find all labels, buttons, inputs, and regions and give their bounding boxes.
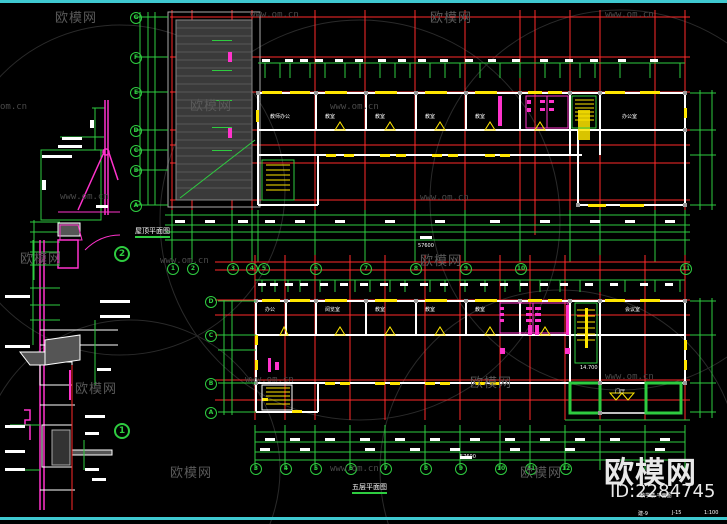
axis-bubble-lower-row-a: A bbox=[205, 407, 217, 419]
watermark-brand: 欧模网 bbox=[190, 99, 233, 114]
axis-bubble-6: 6 bbox=[310, 263, 322, 275]
axis-bubble-row-e: E bbox=[130, 87, 142, 99]
upper-stair-left bbox=[261, 159, 295, 201]
room-label: 教室 bbox=[425, 114, 436, 120]
detail-bubble-2: 2 bbox=[114, 246, 130, 262]
axis-bubble-7: 7 bbox=[360, 263, 372, 275]
axis-bubble-5: 5 bbox=[258, 263, 270, 275]
brand-stamp-logo: 欧模网 bbox=[604, 456, 697, 491]
title-block-project: 教学楼 平面图 bbox=[640, 493, 672, 499]
room-label: 教室 bbox=[375, 307, 386, 313]
watermark-brand: 欧模网 bbox=[20, 252, 63, 267]
axis-bubble-lower-4: 4 bbox=[280, 463, 292, 475]
watermark-url: www.om.cn bbox=[245, 375, 294, 385]
axis-bubble-lower-5: 5 bbox=[310, 463, 322, 475]
lower-left-dims bbox=[218, 300, 256, 415]
axis-bubble-2: 2 bbox=[187, 263, 199, 275]
axis-bubble-lower-12: 12 bbox=[560, 463, 572, 475]
axis-bubble-lower-9: 9 bbox=[455, 463, 467, 475]
axis-bubble-4: 4 bbox=[246, 263, 258, 275]
watermark-url: www.om.cn bbox=[330, 464, 379, 474]
room-label: 教室 bbox=[375, 114, 386, 120]
room-label: 教室 bbox=[425, 307, 436, 313]
axis-bubble-lower-3: 3 bbox=[250, 463, 262, 475]
watermark-url: www.om.cn bbox=[250, 10, 299, 20]
watermark-brand: 欧模网 bbox=[75, 382, 118, 397]
bottom-frame-bar bbox=[0, 517, 727, 520]
title-block-sheet-code: 建-9 bbox=[638, 511, 648, 517]
upper-stair-right bbox=[571, 95, 597, 129]
detail-bubble-1: 1 bbox=[114, 423, 130, 439]
fifth-floor-plan-title: 五层平面图 bbox=[352, 482, 387, 494]
watermark-url: www.om.cn bbox=[605, 10, 654, 20]
watermark-brand: 欧模网 bbox=[170, 466, 213, 481]
lower-right-dims bbox=[565, 298, 716, 421]
axis-bubble-lower-7: 7 bbox=[380, 463, 392, 475]
watermark-brand: 欧模网 bbox=[430, 11, 473, 26]
upper-building bbox=[256, 91, 687, 207]
room-label: 办公 bbox=[265, 307, 276, 313]
upper-bottom-dims bbox=[165, 210, 690, 262]
lower-top-dims bbox=[255, 279, 685, 292]
axis-bubble-lower-row-b: B bbox=[205, 378, 217, 390]
room-label: 教师办公 bbox=[270, 114, 291, 120]
room-label: 阅览室 bbox=[325, 307, 341, 313]
overall-dim-upper: 57600 bbox=[418, 243, 434, 249]
axis-bubble-row-f: F bbox=[130, 52, 142, 64]
axis-bubble-3: 3 bbox=[227, 263, 239, 275]
upper-top-dims bbox=[258, 62, 685, 78]
room-label: 门厅 bbox=[615, 389, 626, 395]
overall-dim-lower: 57600 bbox=[460, 454, 476, 460]
room-label: 会议室 bbox=[625, 307, 641, 313]
axis-bubble-row-g: G bbox=[130, 12, 142, 24]
lower-stair-left bbox=[261, 384, 293, 411]
axis-bubble-10: 10 bbox=[515, 263, 527, 275]
elevation-mark: 14.700 bbox=[580, 365, 598, 371]
axis-bubble-lower-11: 11 bbox=[525, 463, 537, 475]
axis-bubble-row-c: C bbox=[130, 145, 142, 157]
axis-bubble-row-b: B bbox=[130, 165, 142, 177]
axis-bubble-1: 1 bbox=[167, 263, 179, 275]
watermark-url: www.om.cn bbox=[160, 256, 209, 266]
watermark-url: www.om.cn bbox=[420, 193, 469, 203]
watermark-brand: 欧模网 bbox=[55, 11, 98, 26]
lower-stair-right bbox=[574, 302, 598, 364]
top-frame-bar bbox=[0, 0, 727, 3]
watermark-brand: 欧模网 bbox=[470, 376, 513, 391]
room-label: 教室 bbox=[475, 114, 486, 120]
room-label: 教室 bbox=[325, 114, 336, 120]
axis-bubble-lower-6: 6 bbox=[345, 463, 357, 475]
axis-bubble-row-d: D bbox=[130, 125, 142, 137]
axis-bubble-9: 9 bbox=[460, 263, 472, 275]
axis-bubble-row-a: A bbox=[130, 200, 142, 212]
axis-bubble-8: 8 bbox=[410, 263, 422, 275]
section-detail-lower bbox=[5, 239, 130, 510]
lower-bottom-dims bbox=[254, 425, 686, 470]
upper-left-dims bbox=[135, 12, 168, 206]
axis-bubble-lower-row-d: D bbox=[205, 296, 217, 308]
roof-hatch bbox=[167, 11, 261, 208]
watermark-url: www.om.cn bbox=[605, 372, 654, 382]
watermark-url: www.om.cn bbox=[330, 102, 379, 112]
axis-bubble-lower-10: 10 bbox=[495, 463, 507, 475]
axis-bubble-11: 11 bbox=[680, 263, 692, 275]
lower-building bbox=[254, 299, 687, 415]
roof-plan-title: 屋顶平面图 bbox=[135, 226, 170, 238]
title-block-drawing-no: J-15 bbox=[672, 510, 682, 516]
room-label: 办公室 bbox=[622, 114, 638, 120]
room-label: 教室 bbox=[475, 307, 486, 313]
title-block-scale: 1:100 bbox=[704, 510, 719, 516]
axis-bubble-lower-8: 8 bbox=[420, 463, 432, 475]
upper-right-dims bbox=[690, 90, 716, 210]
brand-stamp-id: ID:2284745 bbox=[610, 481, 716, 502]
watermark-brand: 欧模网 bbox=[420, 254, 463, 269]
watermark-url-partial: om.cn bbox=[0, 102, 28, 112]
watermark-url: www.om.cn bbox=[60, 192, 109, 202]
section-detail-upper bbox=[30, 100, 121, 280]
axis-bubble-lower-row-c: C bbox=[205, 330, 217, 342]
watermark-brand: 欧模网 bbox=[520, 466, 563, 481]
